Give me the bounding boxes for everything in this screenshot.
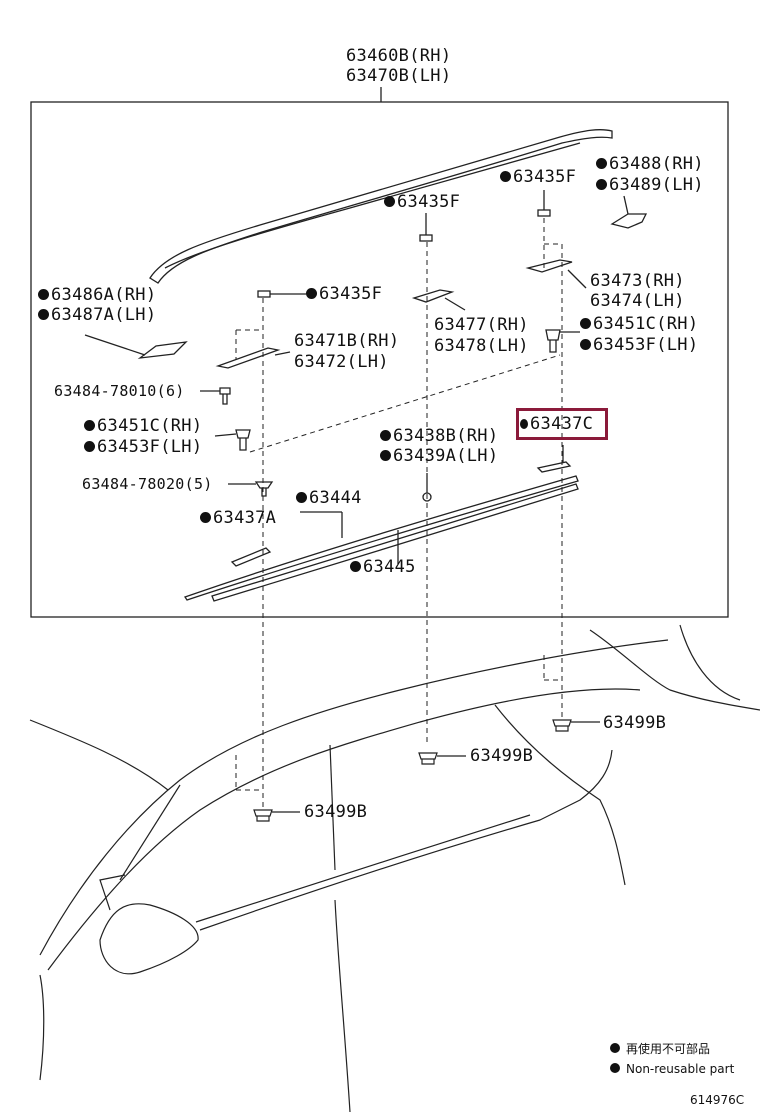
non-reusable-dot xyxy=(500,171,511,182)
non-reusable-dot xyxy=(380,450,391,461)
label-63489: 63489(LH) xyxy=(596,175,704,195)
label-63478: 63478(LH) xyxy=(434,336,529,356)
bracket-63471B xyxy=(215,347,281,369)
end-cap-lh xyxy=(137,341,188,359)
end-cap-rh xyxy=(610,213,648,229)
car-body-outline xyxy=(29,624,760,1112)
spacer-63437C xyxy=(536,461,572,473)
non-reusable-dot xyxy=(350,561,361,572)
label-63438B: 63438B(RH) xyxy=(380,426,498,446)
label-63484-78020: 63484-78020(5) xyxy=(82,475,213,493)
non-reusable-dot xyxy=(306,288,317,299)
roof-rail xyxy=(149,129,613,284)
label-63471B: 63471B(RH) xyxy=(294,331,400,351)
non-reusable-dot xyxy=(296,492,307,503)
non-reusable-dot xyxy=(38,309,49,320)
label-63439A: 63439A(LH) xyxy=(380,446,498,466)
molding-63445 xyxy=(211,483,579,602)
label-63477: 63477(RH) xyxy=(434,315,529,335)
spacer-63437A xyxy=(230,547,272,567)
label-63437C: 63437C xyxy=(520,414,593,434)
label-63499B-a: 63499B xyxy=(304,802,368,822)
label-63487A: 63487A(LH) xyxy=(38,305,156,325)
bracket-63473 xyxy=(525,259,573,273)
grommet-63499B-b xyxy=(418,752,438,765)
label-63444: 63444 xyxy=(296,488,362,508)
label-63484-78010: 63484-78010(6) xyxy=(54,382,185,400)
legend-en: Non-reusable part xyxy=(610,1061,734,1077)
legend-jp: 再使用不可部品 xyxy=(610,1041,710,1057)
label-63437A: 63437A xyxy=(200,508,276,528)
bracket-63477 xyxy=(411,289,455,303)
non-reusable-dot xyxy=(38,289,49,300)
label-63486A: 63486A(RH) xyxy=(38,285,156,305)
label-63473: 63473(RH) xyxy=(590,271,685,291)
label-63453F-l: 63453F(LH) xyxy=(84,437,202,457)
non-reusable-dot xyxy=(610,1043,620,1053)
clip-63435F-b xyxy=(419,234,433,242)
bolt-63484-78020 xyxy=(254,481,274,497)
screw-63451C-r xyxy=(545,329,561,353)
label-63445: 63445 xyxy=(350,557,416,577)
title-rh: 63460B(RH) xyxy=(346,46,452,66)
non-reusable-dot xyxy=(384,196,395,207)
label-63488: 63488(RH) xyxy=(596,154,704,174)
title-lh: 63470B(LH) xyxy=(346,66,452,86)
non-reusable-dot xyxy=(596,158,607,169)
label-63499B-c: 63499B xyxy=(603,713,667,733)
label-63435F-c: 63435F xyxy=(306,284,382,304)
label-63474: 63474(LH) xyxy=(590,291,685,311)
clip-63435F-c xyxy=(257,290,271,298)
label-63451C-l: 63451C(RH) xyxy=(84,416,202,436)
non-reusable-dot xyxy=(610,1063,620,1073)
label-63435F-a: 63435F xyxy=(500,167,576,187)
bolt-63484-78010 xyxy=(219,387,231,405)
assembly-frame xyxy=(30,101,729,618)
non-reusable-dot xyxy=(200,512,211,523)
non-reusable-dot xyxy=(580,339,591,350)
highlight-box-63437C xyxy=(516,408,608,440)
grommet-63499B-a xyxy=(253,809,273,822)
non-reusable-dot xyxy=(84,420,95,431)
clip-63435F-a xyxy=(537,209,551,217)
label-63499B-b: 63499B xyxy=(470,746,534,766)
screw-63451C-l xyxy=(235,429,251,451)
non-reusable-dot xyxy=(380,430,391,441)
label-63451C-r: 63451C(RH) xyxy=(580,314,698,334)
label-63435F-b: 63435F xyxy=(384,192,460,212)
non-reusable-dot xyxy=(596,179,607,190)
non-reusable-dot xyxy=(520,419,528,429)
figure-id: 614976C xyxy=(690,1093,745,1107)
grommet-63499B-c xyxy=(552,719,572,732)
non-reusable-dot xyxy=(84,441,95,452)
non-reusable-dot xyxy=(580,318,591,329)
label-63472: 63472(LH) xyxy=(294,352,389,372)
molding-63444 xyxy=(183,475,579,601)
label-63453F-r: 63453F(LH) xyxy=(580,335,698,355)
